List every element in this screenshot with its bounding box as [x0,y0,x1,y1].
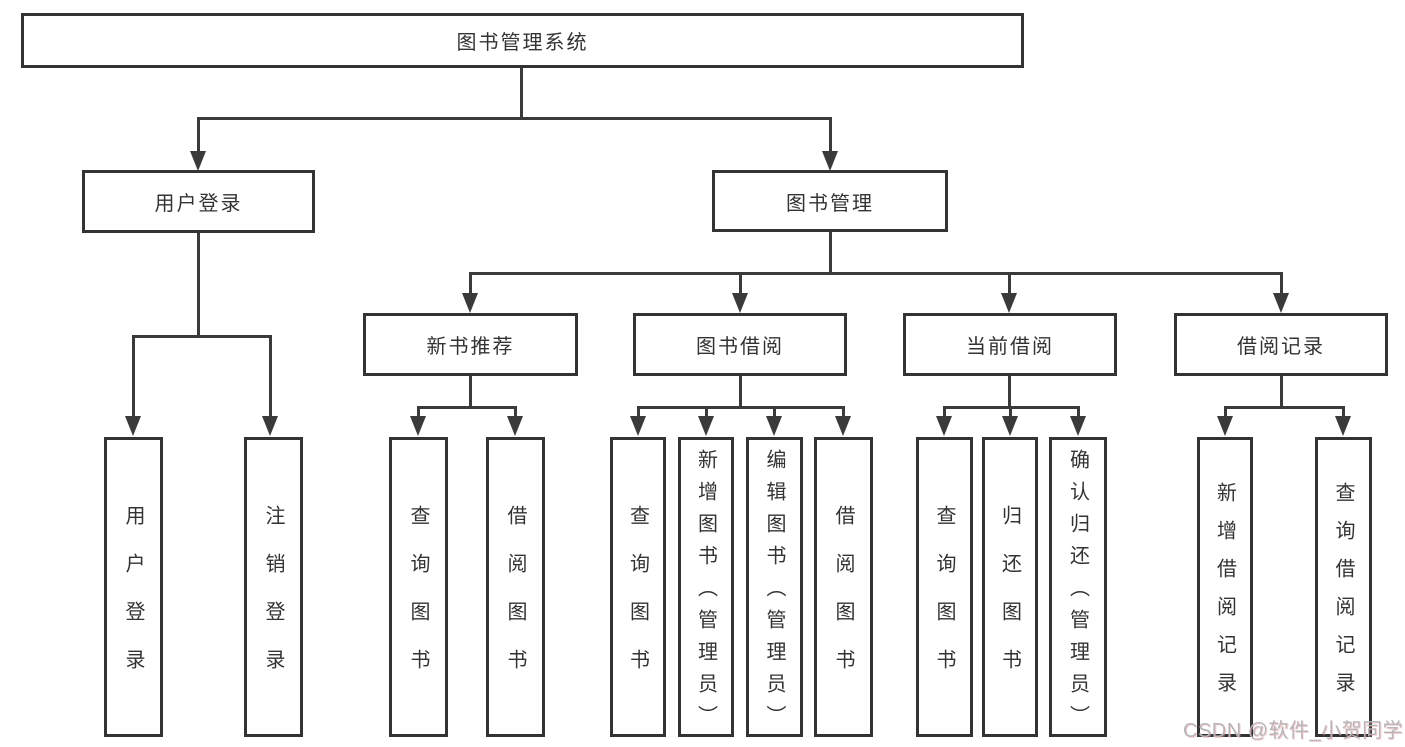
leaf-add-books-admin: 新增图书（管理员） [678,437,734,737]
connector-line [197,232,200,337]
node-label: 新增图书（管理员） [694,449,717,737]
connector-line [829,232,832,274]
arrow-down-icon [190,151,206,171]
arrow-down-icon [1002,416,1018,436]
connector-line [132,335,135,417]
connector-line [1077,406,1080,418]
arrow-down-icon [822,151,838,171]
leaf-user-login: 用户登录 [104,437,163,737]
node-book-management: 图书管理 [712,170,948,232]
arrow-down-icon [698,416,714,436]
node-label: 图书借阅 [696,336,784,358]
node-label: 查询图书 [933,505,955,697]
connector-line [514,406,517,418]
connector-line [469,375,472,408]
arrow-down-icon [835,416,851,436]
node-label: 查询借阅记录 [1332,482,1354,710]
leaf-borrow-books: 借阅图书 [814,437,873,737]
connector-line [1280,375,1283,408]
arrow-down-icon [1001,293,1017,313]
connector-line [1224,406,1345,409]
connector-line [520,68,523,118]
leaf-edit-books-admin: 编辑图书（管理员） [746,437,803,737]
leaf-borrow-books: 借阅图书 [486,437,545,737]
node-label: 借阅记录 [1237,336,1325,358]
arrow-down-icon [766,416,782,436]
connector-line [197,117,200,153]
watermark: CSDN @软件_小贺同学 [1183,720,1404,742]
connector-line [842,406,845,418]
node-label: 查询图书 [626,505,649,697]
node-label: 图书管理 [786,192,874,215]
node-label: 归还图书 [998,505,1021,697]
node-label: 当前借阅 [966,336,1054,358]
connector-line [197,117,831,120]
arrow-down-icon [630,416,646,436]
connector-line [269,335,272,417]
node-label: 借阅图书 [832,505,854,697]
connector-line [637,406,640,418]
node-label: 确认归还（管理员） [1066,449,1089,737]
connector-line [739,375,742,408]
connector-line [705,406,708,418]
node-new-book-recommend: 新书推荐 [363,313,578,376]
node-label: 查询图书 [407,505,429,697]
node-label: 图书管理系统 [456,32,589,54]
arrow-down-icon [1273,293,1289,313]
connector-line [773,406,776,418]
connector-line [1009,406,1012,418]
arrow-down-icon [936,416,952,436]
arrow-down-icon [507,416,523,436]
leaf-query-books: 查询图书 [389,437,448,737]
connector-line [829,117,832,153]
node-label: 借阅图书 [504,505,526,697]
node-label: 新增借阅记录 [1213,482,1236,710]
node-label: 用户登录 [154,193,243,215]
connector-line [417,406,517,409]
connector-line [1342,406,1345,418]
node-root: 图书管理系统 [21,13,1024,68]
node-label: 用户登录 [122,505,144,697]
node-label: 编辑图书（管理员） [763,449,785,737]
connector-line [1280,272,1283,295]
node-label: 新书推荐 [426,336,515,358]
node-book-borrow: 图书借阅 [633,313,847,376]
leaf-return-books: 归还图书 [982,437,1038,737]
node-borrow-records: 借阅记录 [1174,313,1388,376]
connector-line [943,406,946,418]
leaf-confirm-return-admin: 确认归还（管理员） [1049,437,1107,737]
connector-line [739,272,742,295]
leaf-logout: 注销登录 [244,437,303,737]
connector-line [469,272,472,295]
leaf-query-books: 查询图书 [610,437,666,737]
arrow-down-icon [1217,416,1233,436]
node-current-borrow: 当前借阅 [903,313,1117,376]
connector-line [1008,375,1011,408]
leaf-query-borrow-record: 查询借阅记录 [1315,437,1372,737]
connector-line [637,406,845,409]
arrow-down-icon [1070,416,1086,436]
connector-line [469,272,1283,275]
arrow-down-icon [125,416,141,436]
node-label: 注销登录 [262,505,284,697]
connector-line [417,406,420,418]
node-user-login: 用户登录 [82,170,315,233]
leaf-add-borrow-record: 新增借阅记录 [1197,437,1253,737]
leaf-query-books: 查询图书 [916,437,973,737]
arrow-down-icon [262,416,278,436]
connector-line [132,335,272,338]
arrow-down-icon [410,416,426,436]
connector-line [1008,272,1011,295]
connector-line [1224,406,1227,418]
arrow-down-icon [462,293,478,313]
arrow-down-icon [732,293,748,313]
arrow-down-icon [1335,416,1351,436]
